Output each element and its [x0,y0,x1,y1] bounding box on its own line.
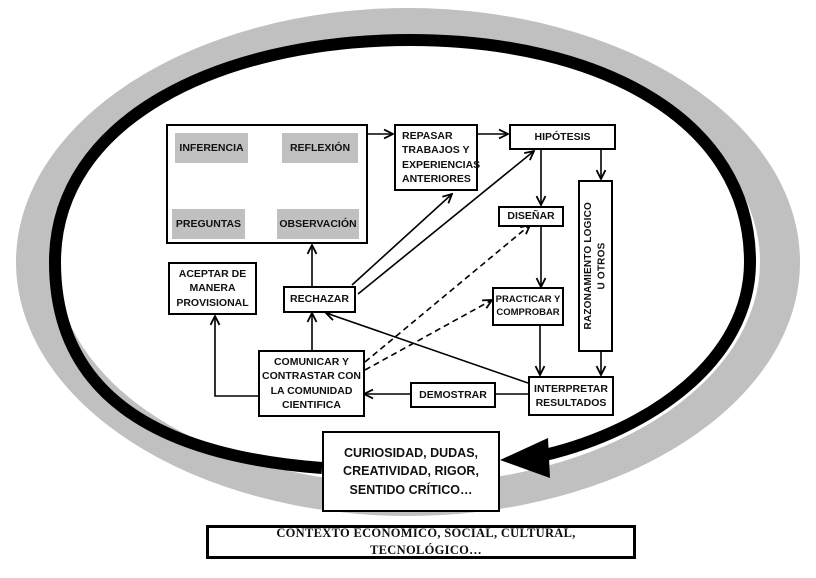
comunicar-line-1: COMUNICAR Y [273,356,350,369]
repasar-line-2: TRABAJOS Y [402,144,470,157]
comunicar-line-3: LA COMUNIDAD [270,384,353,397]
node-demostrar: DEMOSTRAR [410,382,496,408]
edge-interpretar-rechazar [326,313,529,384]
aceptar-line-3: PROVISIONAL [176,296,249,309]
practicar-line-2: COMPROBAR [496,306,560,318]
node-repasar: REPASAR TRABAJOS Y EXPERIENCIAS ANTERIOR… [394,124,481,191]
curiosidad-line-2: CREATIVIDAD, RIGOR, [343,464,479,479]
edge-rechazar-repasar [351,194,452,286]
interpretar-line-1: INTERPRETAR [534,382,608,395]
comunicar-line-4: CIENTIFICA [282,398,341,411]
node-interpretar: INTERPRETAR RESULTADOS [528,376,614,416]
node-preguntas: PREGUNTAS [172,209,245,239]
edge-comunicar-disenar-dashed [364,225,530,363]
context-label-box: CONTEXTO ECONÓMICO, SOCIAL, CULTURAL, TE… [206,525,636,559]
repasar-line-1: REPASAR [402,130,453,143]
repasar-line-4: ANTERIORES [402,172,471,185]
edge-comunicar-practicar-dashed [364,300,492,371]
cycle-arrow [48,33,757,474]
interpretar-line-2: RESULTADOS [535,397,607,409]
cycle-arrow-head [500,438,550,478]
node-comunicar: COMUNICAR Y CONTRASTAR CON LA COMUNIDAD … [258,350,365,417]
repasar-line-3: EXPERIENCIAS [402,158,481,171]
node-reflexion: REFLEXIÓN [282,133,358,163]
node-inferencia: INFERENCIA [175,133,248,163]
node-disenar: DISEÑAR [498,206,564,227]
node-razonamiento: RAZONAMIENTO LOGICO U OTROS [578,180,613,352]
razonamiento-line-2: U OTROS [596,242,608,290]
razonamiento-line-1: RAZONAMIENTO LOGICO [583,202,594,330]
aceptar-line-2: MANERA [189,282,236,295]
edge-rechazar-hipotesis [357,151,534,295]
practicar-line-1: PRACTICAR Y [495,293,561,305]
node-rechazar: RECHAZAR [283,286,356,313]
node-practicar: PRACTICAR Y COMPROBAR [492,287,564,326]
curiosidad-line-1: CURIOSIDAD, DUDAS, [343,446,479,461]
node-observacion: OBSERVACIÓN [277,209,359,239]
node-hipotesis: HIPÓTESIS [509,124,616,150]
aceptar-line-1: ACEPTAR DE [178,268,247,281]
node-aceptar: ACEPTAR DE MANERA PROVISIONAL [168,262,257,315]
edge-comunicar-aceptar [215,316,258,397]
comunicar-line-2: CONTRASTAR CON [262,370,361,383]
razonamiento-label: RAZONAMIENTO LOGICO U OTROS [582,202,609,330]
node-curiosidad: CURIOSIDAD, DUDAS, CREATIVIDAD, RIGOR, S… [322,431,500,512]
curiosidad-line-3: SENTIDO CRÍTICO… [349,482,473,497]
